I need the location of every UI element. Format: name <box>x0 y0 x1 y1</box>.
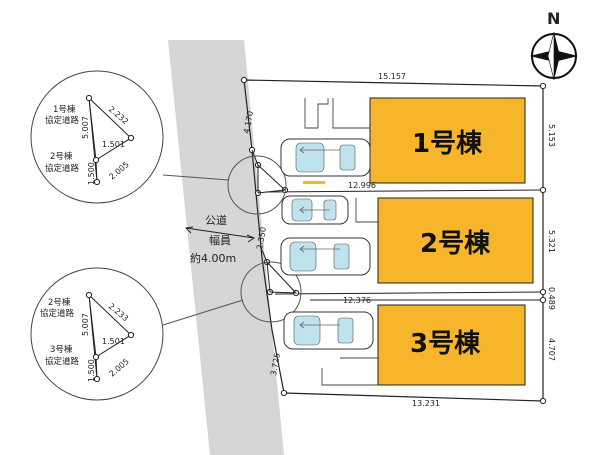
building-2: 2号棟 <box>377 197 534 284</box>
dim-left-top: 4.170 <box>242 110 255 134</box>
boundary-line-2-3 <box>274 291 544 295</box>
detail-top-d-left-vert: 5.007 <box>81 116 90 139</box>
road-width-value: 約4.00m <box>190 251 236 265</box>
dim-right-3: 4.707 <box>547 338 556 361</box>
leader-bottom <box>162 299 244 326</box>
detail-top-d-lower-vert: 1.500 <box>87 162 96 185</box>
north-compass: N <box>530 9 578 81</box>
detail-bottom-label-b-1: 3号棟 <box>50 344 73 355</box>
boundary-line-1-2 <box>264 189 544 193</box>
detail-top: 1号棟 協定道路 2号棟 協定道路 2.232 5.007 1.501 1.50… <box>30 70 164 204</box>
agreement-road-triangles <box>251 149 298 294</box>
compass-label: N <box>547 9 560 28</box>
detail-bottom-label-a-1: 2号棟 <box>48 297 71 308</box>
car-1 <box>280 138 371 177</box>
road-name: 公道 <box>205 213 227 227</box>
detail-top-label-a-2: 協定道路 <box>45 115 80 126</box>
detail-bottom-label-a-2: 協定道路 <box>40 308 75 319</box>
dim-left-mid: 2.350 <box>255 226 268 250</box>
detail-top-label-b-2: 協定道路 <box>45 163 80 174</box>
road-label: 公道 幅員 約4.00m <box>184 213 256 265</box>
highlight-circle-top <box>227 155 287 215</box>
building-1: 1号棟 <box>369 97 526 184</box>
building-1-label: 1号棟 <box>412 129 483 159</box>
leader-top <box>162 174 230 181</box>
dim-right-gap: 0.489 <box>547 287 556 310</box>
car-4 <box>283 311 374 350</box>
detail-bottom-d-middle: 1.501 <box>102 337 125 346</box>
dim-top: 15.157 <box>378 72 406 81</box>
car-3 <box>280 237 371 276</box>
detail-bottom-d-left-vert: 5.007 <box>81 313 90 336</box>
driveway-arrows <box>299 146 340 329</box>
detail-top-label-a-1: 1号棟 <box>53 104 76 115</box>
public-road <box>168 40 284 455</box>
detail-bottom-d-lower-vert: 1.500 <box>87 359 96 382</box>
dim-left-bottom: 3.725 <box>269 352 282 376</box>
building-3: 3号棟 <box>377 304 526 386</box>
dim-boundary-2-3: 12.376 <box>343 296 371 305</box>
road-width-label: 幅員 <box>209 234 231 247</box>
dim-boundary-1-2: 12.996 <box>348 181 376 190</box>
detail-bottom-label-b-2: 協定道路 <box>45 356 80 367</box>
building-3-label: 3号棟 <box>410 329 481 359</box>
dim-bottom: 13.231 <box>412 399 440 408</box>
detail-bottom: 2号棟 協定道路 3号棟 協定道路 2.233 5.007 1.501 1.50… <box>30 267 164 401</box>
dim-right-1: 5.153 <box>547 124 556 147</box>
porches <box>303 98 378 386</box>
dim-right-2: 5.321 <box>547 230 556 253</box>
lot-boundary <box>243 79 544 402</box>
detail-top-d-middle: 1.501 <box>102 140 125 149</box>
building-2-label: 2号棟 <box>420 229 491 259</box>
highlight-circle-bottom <box>240 261 302 323</box>
detail-top-label-b-1: 2号棟 <box>50 151 73 162</box>
